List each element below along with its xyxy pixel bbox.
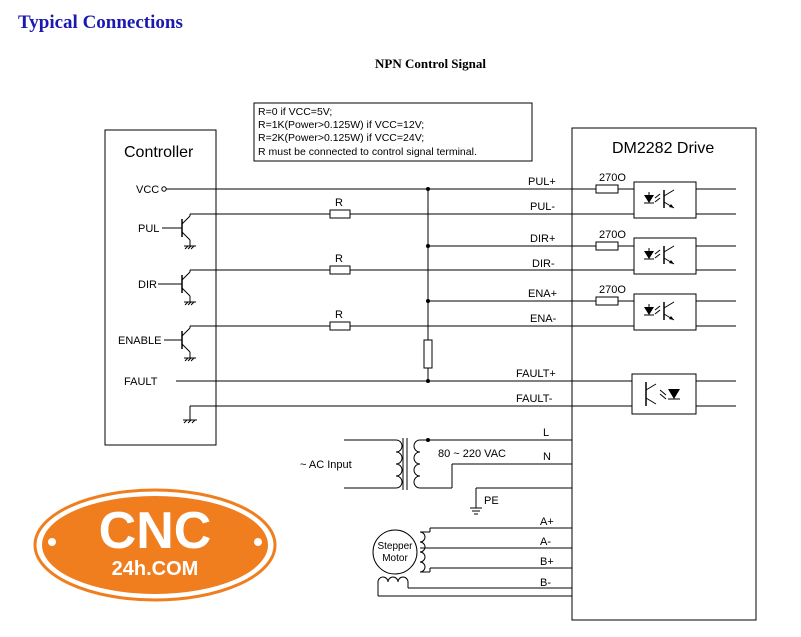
motor-label-line2: Motor	[382, 553, 408, 564]
pe-label: PE	[484, 495, 499, 507]
terminal-dir-plus: DIR+	[530, 233, 555, 245]
terminal-fault-plus: FAULT+	[516, 368, 556, 380]
controller-title: Controller	[124, 144, 194, 161]
terminal-l: L	[543, 427, 549, 439]
page-title: Typical Connections	[18, 12, 183, 33]
logo-brand: CNC	[99, 502, 212, 560]
resistor-ena: R	[329, 309, 351, 331]
terminal-ena-plus: ENA+	[528, 288, 557, 300]
voltage-label: 80 ~ 220 VAC	[438, 448, 506, 460]
resistor-pul-label: R	[335, 197, 343, 209]
note-line-1: R=0 if VCC=5V;	[258, 106, 332, 118]
pin-enable-label: ENABLE	[118, 335, 161, 347]
dir-transistor	[158, 271, 197, 306]
resistor-dir-label: R	[335, 253, 343, 265]
terminal-b-plus: B+	[540, 556, 554, 568]
note-box: R=0 if VCC=5V; R=1K(Power>0.125W) if VCC…	[253, 102, 533, 162]
resistor-ena-label: R	[335, 309, 343, 321]
resistor-dir: R	[329, 253, 351, 275]
drive-resistors: 270O 270O 270O	[595, 172, 626, 306]
diagram-title: NPN Control Signal	[375, 56, 486, 71]
note-line-4: R must be connected to control signal te…	[258, 146, 477, 158]
optocoupler-fault	[631, 373, 697, 415]
pin-pul-label: PUL	[138, 223, 159, 235]
drive-resistor-dir-label: 270O	[599, 229, 626, 241]
drive-resistor-pul-label: 270O	[599, 172, 626, 184]
pullup-resistor	[423, 339, 433, 369]
controller-box	[104, 129, 217, 446]
stepper-motor	[372, 527, 572, 597]
pul-transistor	[162, 215, 197, 250]
resistor-pul: R	[329, 197, 351, 219]
pin-vcc-label: VCC	[136, 184, 159, 196]
terminal-b-minus: B-	[540, 577, 551, 589]
optocoupler-ena	[633, 293, 697, 331]
optocoupler-pul	[633, 181, 697, 219]
terminal-fault-minus: FAULT-	[516, 393, 553, 405]
terminal-ena-minus: ENA-	[530, 313, 557, 325]
logo-domain: 24h.COM	[112, 558, 199, 580]
terminal-pul-minus: PUL-	[530, 201, 555, 213]
cnc-logo-watermark: CNC 24h.COM	[33, 488, 277, 602]
terminal-dir-minus: DIR-	[532, 258, 555, 270]
power-section	[344, 438, 572, 515]
note-line-2: R=1K(Power>0.125W) if VCC=12V;	[258, 119, 424, 131]
pin-dir-label: DIR	[138, 279, 157, 291]
note-line-3: R=2K(Power>0.125W) if VCC=24V;	[258, 132, 424, 144]
enable-transistor	[164, 327, 197, 362]
terminal-a-minus: A-	[540, 536, 551, 548]
terminal-n: N	[543, 451, 551, 463]
pin-fault-label: FAULT	[124, 376, 158, 388]
ac-input-label: ~ AC Input	[300, 459, 352, 471]
motor-label-line1: Stepper	[377, 541, 413, 552]
terminal-pul-plus: PUL+	[528, 176, 556, 188]
drive-title: DM2282 Drive	[612, 140, 714, 157]
terminal-a-plus: A+	[540, 516, 554, 528]
optocoupler-dir	[633, 237, 697, 275]
drive-resistor-ena-label: 270O	[599, 284, 626, 296]
